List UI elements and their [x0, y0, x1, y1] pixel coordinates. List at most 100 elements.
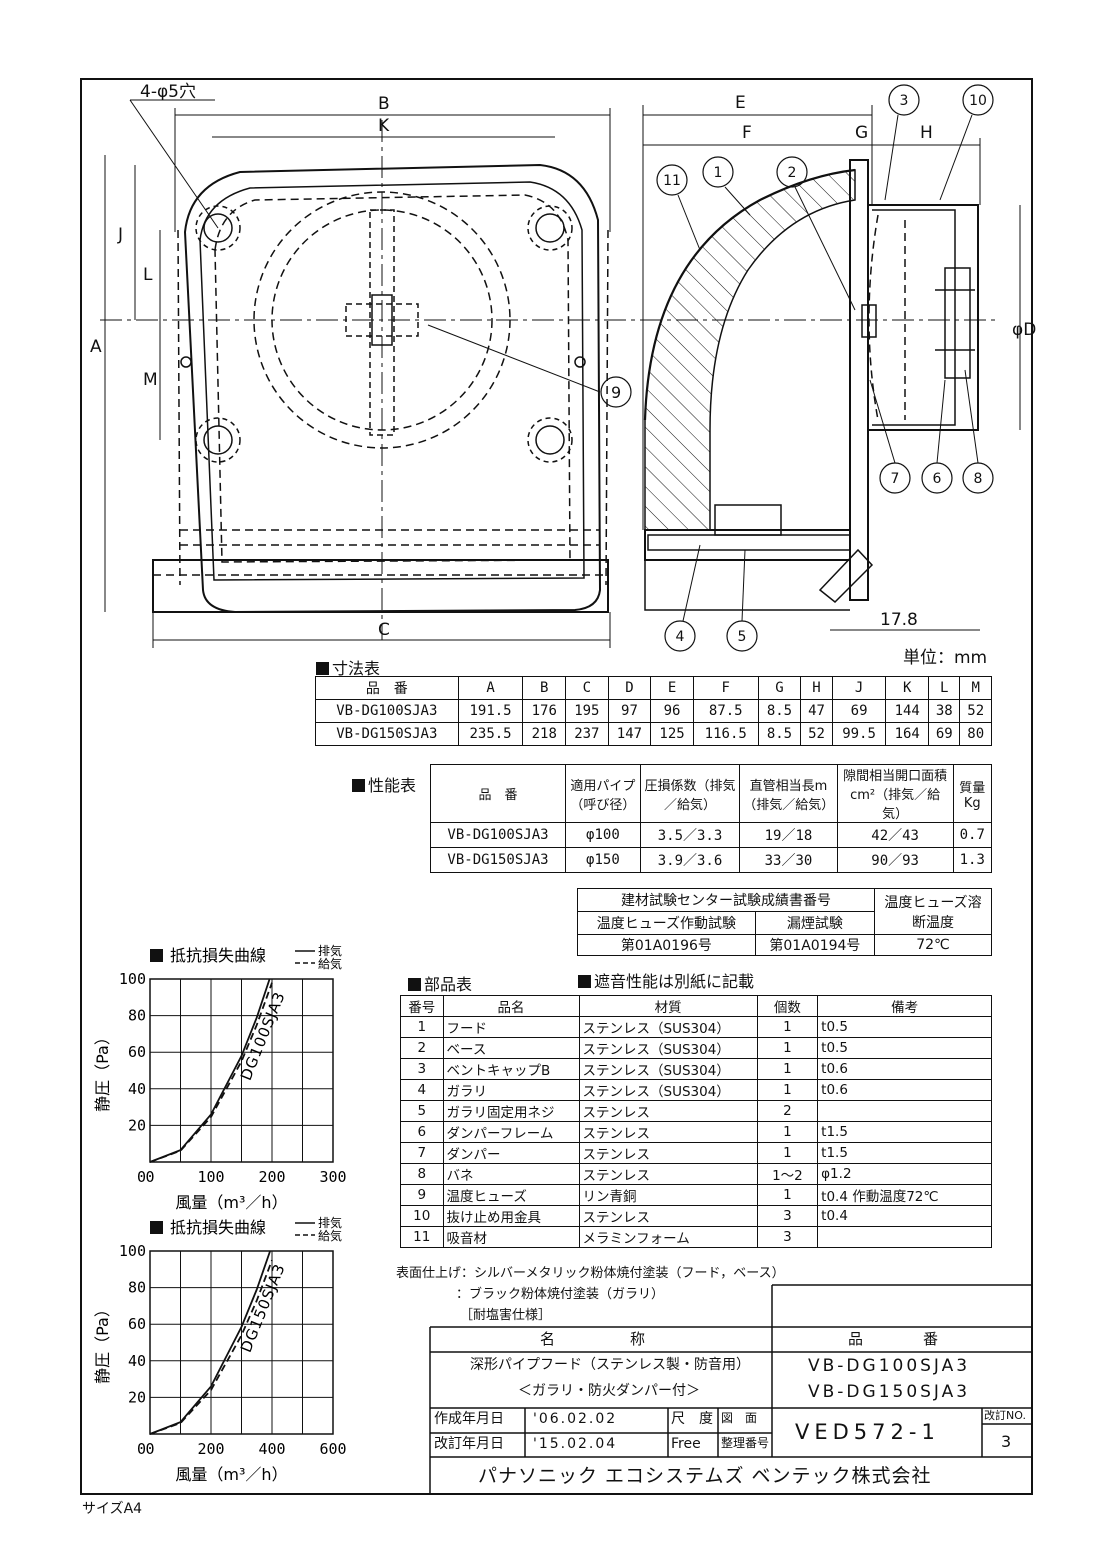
legend-label-supply: 給気: [318, 1228, 342, 1243]
parts-cell: ベース: [442, 1037, 580, 1059]
parts-cell: 11: [400, 1226, 444, 1248]
perf-cell: 3.9／3.6: [639, 847, 741, 873]
title-code-header: 品 番: [848, 1330, 939, 1348]
perf-cell: 90／93: [836, 847, 954, 873]
x-tick-label: 400: [258, 1440, 285, 1458]
created-label: 作成年月日: [434, 1411, 504, 1427]
rev-number: 3: [1001, 1432, 1012, 1451]
legend-label-supply: 給気: [318, 956, 342, 971]
y-tick-label: 40: [128, 1080, 146, 1098]
chart-model-label: DG100SJA3: [237, 989, 289, 1083]
x-tick-label: 300: [319, 1168, 346, 1186]
parts-cell: [817, 1226, 992, 1248]
table-header-row: 番号品名材質個数備考: [400, 995, 992, 1017]
dim-F: F: [742, 123, 752, 143]
parts-cell: ステンレス（SUS304）: [578, 1058, 758, 1080]
parts-cell: ステンレス（SUS304）: [578, 1016, 758, 1038]
y-tick-label: 20: [128, 1388, 146, 1406]
curve-supply: [149, 982, 273, 1163]
cert-col2: 漏煙試験: [754, 911, 876, 935]
fuse-val: 72℃: [874, 934, 992, 956]
dim-cell: 52: [800, 722, 833, 746]
dim-cell: 80: [959, 722, 992, 746]
dim-offset: 17.8: [880, 610, 918, 630]
dim-cell: 144: [885, 699, 930, 723]
scale-value: Free: [671, 1436, 701, 1452]
dim-cell: 87.5: [692, 699, 759, 723]
origin-label: 0: [137, 1440, 146, 1458]
chart-title-marker: [150, 1221, 163, 1234]
company-name: パナソニック エコシステムズ ベンテック株式会社: [478, 1465, 932, 1487]
balloon-9: 9: [611, 383, 621, 402]
y-tick-label: 100: [119, 1242, 146, 1260]
dim-E: E: [735, 93, 746, 113]
scale-label: 尺 度: [671, 1411, 713, 1427]
created-date: '06.02.02: [533, 1411, 618, 1427]
y-tick-label: 80: [128, 1007, 146, 1025]
parts-cell: ステンレス（SUS304）: [578, 1037, 758, 1059]
dim-header-cell: K: [885, 676, 930, 700]
parts-cell: ステンレス: [578, 1100, 758, 1122]
perf-header-cell: 品 番: [430, 764, 566, 823]
parts-cell: リン青銅: [578, 1184, 758, 1206]
dim-cell: 99.5: [831, 722, 887, 746]
perf-cell: VB-DG150SJA3: [430, 847, 566, 873]
perf-header-cell: 直管相当長m（排気／給気）: [739, 764, 838, 823]
balloon-6: 6: [933, 471, 942, 487]
parts-table-title: 部品表: [408, 971, 472, 995]
drawing-label: 図 面: [721, 1411, 758, 1425]
perf-cell: φ150: [565, 847, 641, 873]
legend-label-exhaust: 排気: [318, 1215, 342, 1230]
fuse-title: 温度ヒューズ溶断温度: [874, 888, 992, 935]
x-tick-label: 0: [145, 1440, 154, 1458]
perf-cell: φ100: [565, 822, 641, 848]
x-tick-label: 200: [258, 1168, 285, 1186]
perf-cell: 1.3: [952, 847, 992, 873]
x-tick-label: 100: [197, 1168, 224, 1186]
balloon-4: 4: [676, 629, 685, 645]
mounting-hole-icon: [195, 205, 573, 463]
dim-cell: 8.5: [757, 722, 802, 746]
balloon-8: 8: [974, 471, 983, 487]
dim-phiD: φD: [1012, 320, 1036, 340]
x-axis-label: 風量（m³／h）: [175, 1193, 287, 1212]
dim-cell: 176: [522, 699, 567, 723]
dim-header-cell: B: [522, 676, 567, 700]
perf-cell: 33／30: [739, 847, 838, 873]
x-tick-label: 0: [145, 1168, 154, 1186]
product-name-2: ＜ガラリ・防火ダンパー付＞: [518, 1383, 700, 1399]
parts-cell: ベントキャップB: [442, 1058, 580, 1080]
x-axis-label: 風量（m³／h）: [175, 1465, 287, 1484]
chart-title-marker: [150, 949, 163, 962]
product-code-1: VB-DG100SJA3: [808, 1356, 971, 1376]
y-tick-label: 20: [128, 1116, 146, 1134]
front-view: [100, 99, 640, 648]
parts-cell: 抜け止め用金具: [442, 1205, 580, 1227]
balloon-2: 2: [788, 165, 797, 181]
y-tick-label: 100: [119, 970, 146, 988]
parts-cell: 1: [756, 1142, 819, 1164]
y-axis-label: 静圧（Pa）: [93, 1301, 112, 1384]
dim-cell: 235.5: [457, 722, 524, 746]
dim-header-cell: H: [800, 676, 833, 700]
revised-date: '15.02.04: [533, 1436, 618, 1452]
drawing-number: VED572-1: [795, 1420, 940, 1444]
dim-cell: 69: [928, 722, 961, 746]
balloon-5: 5: [738, 629, 747, 645]
perf-cell: 42／43: [836, 822, 954, 848]
balloon-1: 1: [714, 165, 723, 181]
dim-cell: VB-DG100SJA3: [315, 699, 459, 723]
product-name-1: 深形パイプフード（ステンレス製・防音用）: [470, 1357, 750, 1373]
balloon-10: 10: [969, 93, 987, 109]
dim-cell: 147: [607, 722, 652, 746]
side-view: [640, 84, 1021, 652]
dim-cell: 218: [522, 722, 567, 746]
dim-K: K: [378, 116, 390, 136]
